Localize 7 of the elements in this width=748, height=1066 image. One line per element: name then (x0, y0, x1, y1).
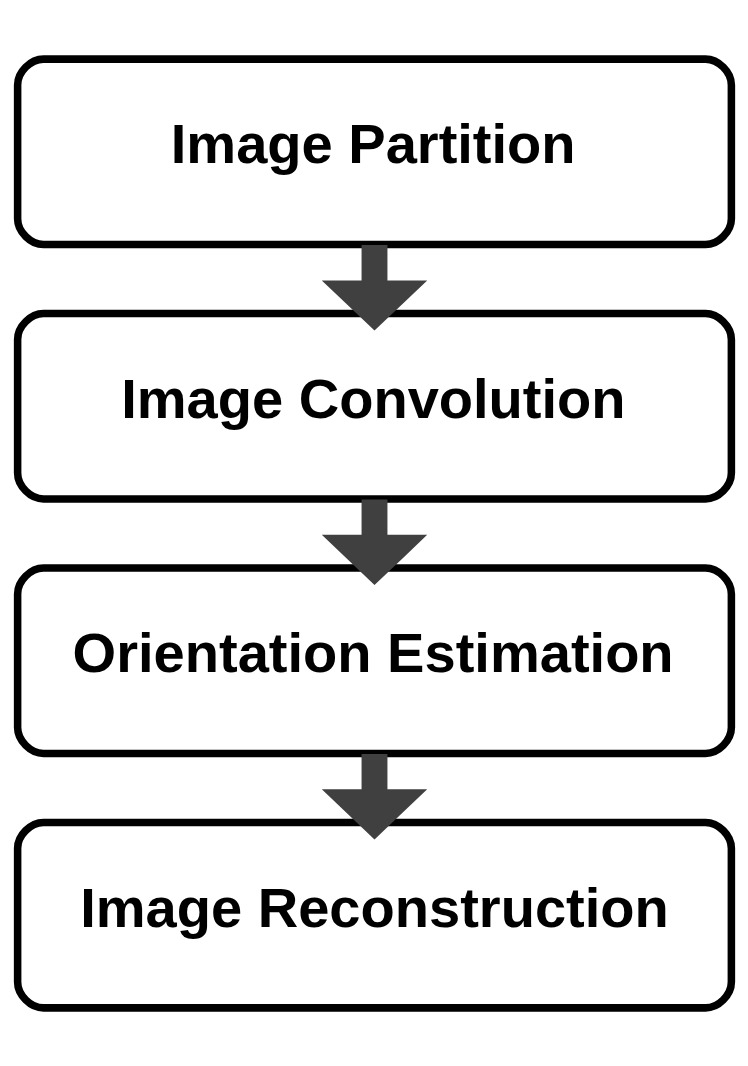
node-box: Image Convolution (13, 309, 735, 503)
arrow (321, 244, 427, 331)
arrow (321, 498, 427, 585)
node-box: Orientation Estimation (13, 563, 735, 757)
node-box: Image Partition (13, 54, 735, 248)
arrow (321, 753, 427, 839)
node-box: Image Reconstruction (13, 818, 735, 1012)
